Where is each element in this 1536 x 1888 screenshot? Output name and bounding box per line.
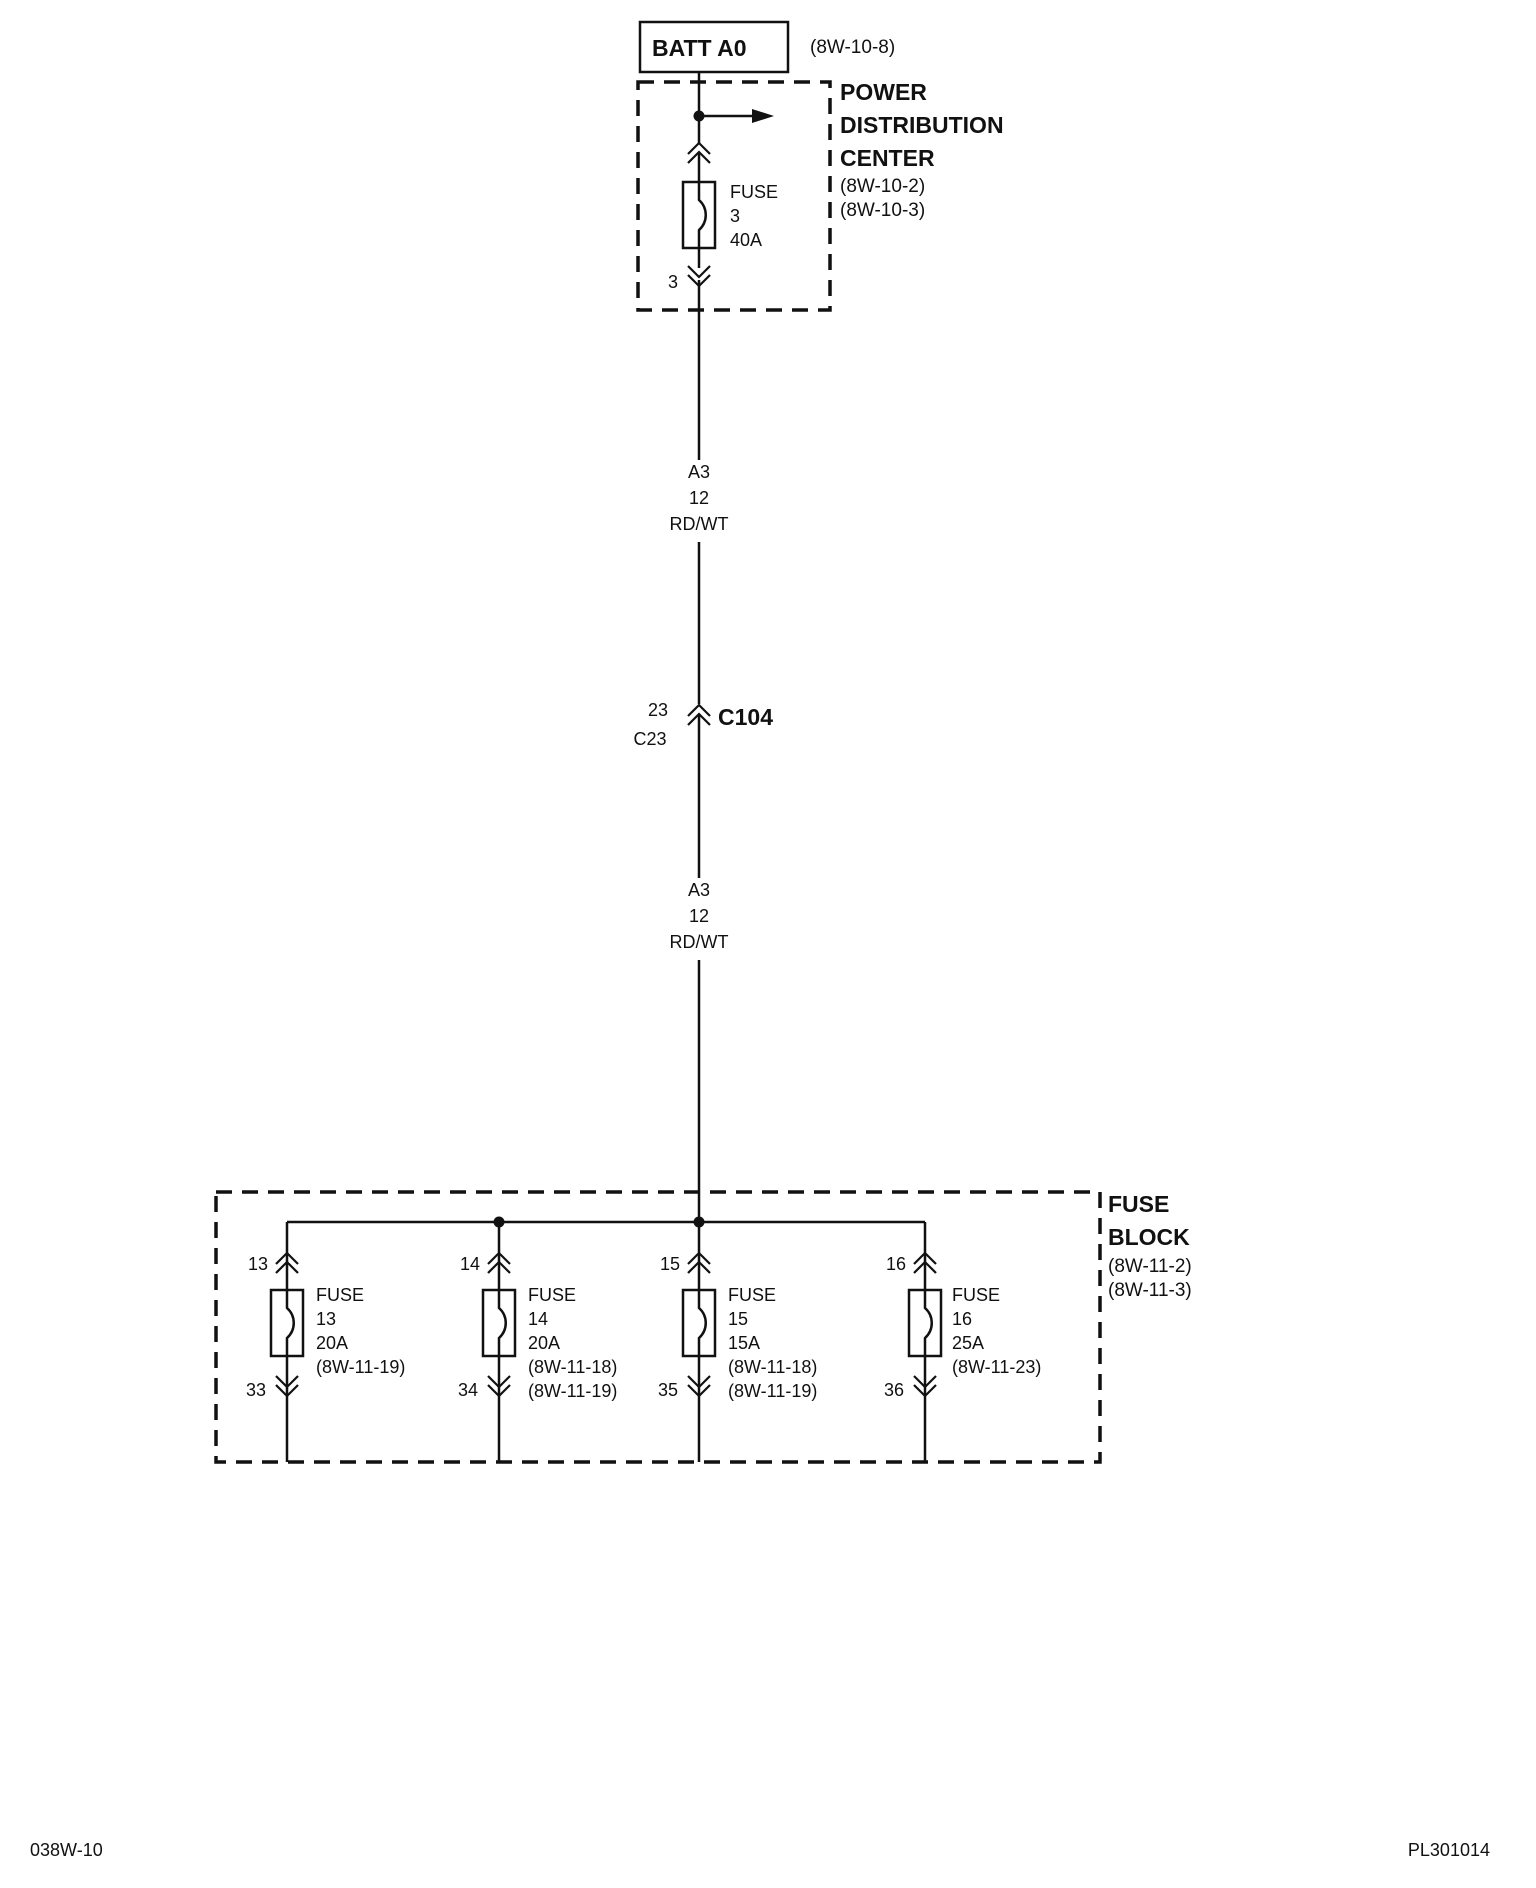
wire-upper-gauge: 12: [689, 488, 709, 508]
fuse-14-label-line-1: FUSE: [528, 1285, 576, 1305]
fuse-13-chevron-top-2: [275, 1260, 299, 1274]
wire-lower-circuit: A3: [688, 880, 710, 900]
connector-c104: 23 C23 C104: [633, 700, 773, 749]
fuse-13-chevron-bottom-2: [275, 1384, 299, 1398]
fuse-13-in-pin: 13: [248, 1254, 268, 1274]
fuse-15-chevron-top-2: [687, 1260, 711, 1274]
fuse-block-dashed-boundary: [214, 1190, 1102, 1464]
fuse-16-out-pin: 36: [884, 1380, 904, 1400]
fuse-16: 16 36 FUSE 16 25A (8W-11-23): [884, 1222, 1041, 1462]
fuse-15-label-line-2: 15: [728, 1309, 748, 1329]
fuse-15-label-line-3: 15A: [728, 1333, 760, 1353]
fuse-16-chevron-top-1: [913, 1251, 937, 1265]
pdc-title-line-2: DISTRIBUTION: [840, 112, 1004, 138]
fuse-15-label-line-1: FUSE: [728, 1285, 776, 1305]
fuse-16-in-pin: 16: [886, 1254, 906, 1274]
fuse-14-chevron-bottom-2: [487, 1384, 511, 1398]
pdc-reference-1: (8W-10-2): [840, 176, 925, 197]
fuse-14-chevron-top-2: [487, 1260, 511, 1274]
pdc-reference-2: (8W-10-3): [840, 200, 925, 221]
fuse-13-chevron-top-1: [275, 1251, 299, 1265]
pdc-branch-arrow: [752, 109, 774, 123]
fuse-block-title-line-2: BLOCK: [1108, 1224, 1190, 1250]
fuse-16-chevron-top-2: [913, 1260, 937, 1274]
power-distribution-center: POWER DISTRIBUTION CENTER (8W-10-2) (8W-…: [636, 72, 1004, 312]
pdc-fuse-chevron-top-1: [687, 141, 711, 155]
fuse-13-label-line-1: FUSE: [316, 1285, 364, 1305]
fuse-block-title-line-1: FUSE: [1108, 1191, 1169, 1217]
fuse-15-chevron-top-1: [687, 1251, 711, 1265]
footer-left-code: 038W-10: [30, 1840, 103, 1860]
fuse-14-chevron-top-1: [487, 1251, 511, 1265]
battery-feed: BATT A0 (8W-10-8): [638, 20, 895, 74]
wire-upper-circuit: A3: [688, 462, 710, 482]
battery-label: BATT A0: [652, 35, 747, 61]
wire-lower-color: RD/WT: [670, 932, 729, 952]
fuse-16-chevron-bottom-1: [913, 1375, 937, 1389]
fuse-15-label-line-4: (8W-11-18): [728, 1357, 817, 1377]
fuse-icon: [497, 1290, 507, 1356]
pdc-fuse-pin: 3: [668, 272, 678, 292]
fuse-13-label-line-2: 13: [316, 1309, 336, 1329]
fuse-15: 15 35 FUSE 15 15A (8W-11-18) (8W-11-19): [658, 1222, 817, 1462]
fuse-13-label-line-3: 20A: [316, 1333, 348, 1353]
fuse-13-chevron-bottom-1: [275, 1375, 299, 1389]
fuse-13-out-pin: 33: [246, 1380, 266, 1400]
fuse-block-reference-1: (8W-11-2): [1108, 1256, 1192, 1277]
c104-chevron-1: [687, 703, 711, 717]
fuse-13: 13 33 FUSE 13 20A (8W-11-19): [246, 1222, 405, 1462]
fuse-14-chevron-bottom-1: [487, 1375, 511, 1389]
pdc-title-line-1: POWER: [840, 79, 927, 105]
pdc-fuse-chevron-bottom-1: [687, 265, 711, 279]
fuse-16-label-line-2: 16: [952, 1309, 972, 1329]
fuse-14: 14 34 FUSE 14 20A (8W-11-18) (8W-11-19): [458, 1222, 617, 1462]
fuse-15-chevron-bottom-2: [687, 1384, 711, 1398]
fuse-16-chevron-bottom-2: [913, 1384, 937, 1398]
fuse-13-label-line-4: (8W-11-19): [316, 1357, 405, 1377]
fuse-14-label-line-4: (8W-11-18): [528, 1357, 617, 1377]
wire-lower-gauge: 12: [689, 906, 709, 926]
fuse-15-chevron-bottom-1: [687, 1375, 711, 1389]
fuse-16-label-line-4: (8W-11-23): [952, 1357, 1041, 1377]
fuse-icon: [923, 1290, 933, 1356]
fuse-14-label-line-5: (8W-11-19): [528, 1381, 617, 1401]
c104-name: C104: [718, 704, 773, 730]
fuse-14-in-pin: 14: [460, 1254, 480, 1274]
pdc-fuse-label-line-3: 40A: [730, 230, 762, 250]
battery-reference: (8W-10-8): [810, 37, 895, 58]
fuse-14-label-line-2: 14: [528, 1309, 548, 1329]
fuse-15-out-pin: 35: [658, 1380, 678, 1400]
footer-right-code: PL301014: [1408, 1840, 1490, 1860]
fuse-15-label-line-5: (8W-11-19): [728, 1381, 817, 1401]
fuse-block-reference-2: (8W-11-3): [1108, 1280, 1192, 1301]
fuse-icon: [697, 182, 707, 248]
pdc-fuse-label-line-1: FUSE: [730, 182, 778, 202]
fuse-15-in-pin: 15: [660, 1254, 680, 1274]
battery-label-box: [638, 20, 790, 74]
pdc-title-line-3: CENTER: [840, 145, 935, 171]
pdc-fuse-label-line-2: 3: [730, 206, 740, 226]
fuse-14-label-line-3: 20A: [528, 1333, 560, 1353]
fuse-16-label-line-1: FUSE: [952, 1285, 1000, 1305]
wire-label-lower: A3 12 RD/WT: [670, 880, 729, 952]
wire-upper-color: RD/WT: [670, 514, 729, 534]
fuse-16-label-line-3: 25A: [952, 1333, 984, 1353]
fuse-icon: [285, 1290, 295, 1356]
c104-pin-bottom: C23: [633, 729, 666, 749]
fuse-block: FUSE BLOCK (8W-11-2) (8W-11-3) 13 33 FUS…: [214, 1190, 1192, 1464]
fuse-icon: [697, 1290, 707, 1356]
c104-pin-top: 23: [648, 700, 668, 720]
fuse-14-out-pin: 34: [458, 1380, 478, 1400]
wire-label-upper: A3 12 RD/WT: [670, 462, 729, 534]
